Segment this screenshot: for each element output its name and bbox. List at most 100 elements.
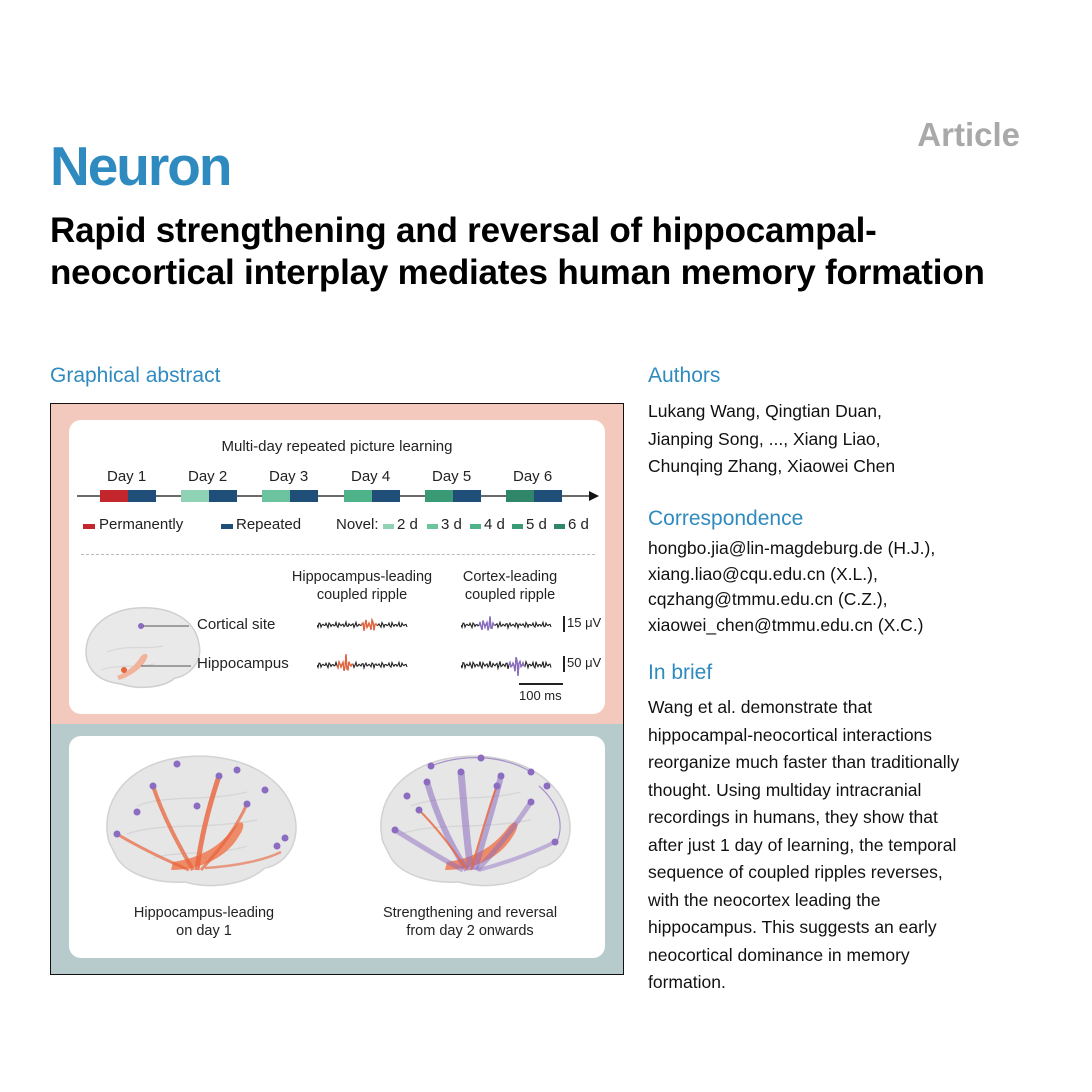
- day-label: Day 3: [269, 468, 309, 485]
- legend-novel: Novel:: [336, 516, 379, 533]
- brain-day1: [106, 755, 297, 887]
- connection-arrow: [151, 785, 195, 871]
- in-brief-heading: In brief: [648, 661, 713, 684]
- connection-arrow: [116, 832, 190, 872]
- in-brief-text: Wang et al. demonstrate that hippocampal…: [648, 694, 1078, 997]
- connection-arrow: [478, 840, 556, 872]
- connection-arrow: [204, 850, 282, 870]
- pointer-lines: [141, 625, 191, 667]
- in-brief-line: reorganize much faster than traditionall…: [648, 752, 960, 772]
- legend-swatch-novel: [383, 524, 394, 529]
- block-repeated: [290, 490, 318, 502]
- legend-novel-item: 5 d: [526, 516, 547, 533]
- brain-fold: [100, 663, 156, 671]
- waveform-ripple: [336, 654, 354, 671]
- graphical-abstract: Multi-day repeated picture learning Day …: [50, 403, 624, 975]
- email-link[interactable]: xiaowei_chen@tmmu.edu.cn (X.C.): [648, 614, 924, 635]
- waveform-ripple: [478, 616, 496, 631]
- waveform-ripple: [360, 617, 378, 631]
- waveform-trace: [317, 617, 408, 631]
- caption-day2-onwards: Strengthening and reversal from day 2 on…: [359, 904, 581, 940]
- caption-line: Strengthening and reversal: [382, 905, 558, 921]
- in-brief-line: thought. Using multiday intracranial: [648, 779, 922, 800]
- cortex-leading-header: Cortex-leading coupled ripple: [447, 568, 573, 604]
- legend-novel-item: 4 d: [484, 516, 505, 533]
- waveform-ripple: [508, 657, 526, 676]
- in-brief-line: neocortical dominance in memory: [648, 944, 910, 965]
- legend-swatch-novel: [427, 524, 438, 529]
- hippo-leading-header: Hippocampus-leading coupled ripple: [277, 568, 447, 604]
- block-repeated: [209, 490, 237, 502]
- email-link[interactable]: xiang.liao@cqu.edu.cn (X.L.),: [648, 563, 878, 584]
- hippocampus-shape: [117, 653, 148, 680]
- legend-swatch-novel: [470, 524, 481, 529]
- author-line: Jianping Song, ..., Xiang Liao,: [648, 428, 881, 449]
- in-brief-line: after just 1 day of learning, the tempor…: [648, 834, 957, 855]
- header-line: Cortex-leading: [462, 569, 558, 585]
- electrode-dot: [477, 754, 485, 762]
- waveform-hippo-lead-hippo: [317, 654, 408, 671]
- cortical-site-label: Cortical site: [197, 616, 276, 633]
- waveform-trace: [461, 657, 552, 676]
- electrode-dot: [149, 782, 157, 790]
- in-brief-line: Wang et al. demonstrate that: [648, 697, 873, 717]
- legend-swatch-novel: [554, 524, 565, 529]
- caption-line: on day 1: [176, 923, 232, 939]
- electrode-dot: [427, 762, 435, 770]
- connection-arrow: [199, 803, 249, 872]
- electrode-dot: [527, 768, 535, 776]
- waveform-cortex-lead-hippo: [461, 657, 552, 676]
- header-line: Hippocampus-leading: [291, 569, 433, 585]
- block-novel: [181, 490, 209, 502]
- email-link[interactable]: hongbo.jia@lin-magdeburg.de (H.J.),: [648, 538, 936, 558]
- electrode-dot: [281, 834, 289, 842]
- cortical-site-dot: [138, 623, 144, 629]
- waveform-trace: [461, 616, 552, 631]
- connection-arrow: [194, 775, 222, 871]
- scale-100ms: 100 ms: [519, 688, 562, 703]
- day-label: Day 6: [513, 468, 553, 485]
- hippocampus-label: Hippocampus: [197, 655, 289, 672]
- scale-bar-horizontal: [519, 683, 563, 685]
- correspondence-list: hongbo.jia@lin-magdeburg.de (H.J.), xian…: [648, 536, 1068, 638]
- caption-line: from day 2 onwards: [406, 923, 534, 939]
- scale-bar-vertical: [563, 616, 565, 632]
- electrode-dot: [273, 842, 281, 850]
- hippocampus-dot: [121, 667, 127, 673]
- block-repeated: [534, 490, 562, 502]
- electrode-dot: [133, 808, 141, 816]
- header-line: coupled ripple: [464, 587, 556, 603]
- connection-arrow: [393, 827, 465, 873]
- dashed-divider: [81, 554, 595, 555]
- day-label: Day 1: [107, 468, 147, 485]
- day-label: Day 4: [351, 468, 391, 485]
- caption-day1: Hippocampus-leading on day 1: [99, 904, 309, 940]
- block-novel: [506, 490, 534, 502]
- in-brief-line: formation.: [648, 972, 726, 992]
- brain-fold: [126, 819, 258, 835]
- electrode-dot: [497, 772, 505, 780]
- authors-heading: Authors: [648, 364, 721, 387]
- caption-line: Hippocampus-leading: [133, 905, 275, 921]
- legend-novel-item: 2 d: [397, 516, 418, 533]
- legend-permanently: Permanently: [99, 516, 184, 533]
- author-line: Chunqing Zhang, Xiaowei Chen: [648, 456, 896, 476]
- day-label: Day 5: [432, 468, 472, 485]
- connection-arrow: [418, 809, 468, 871]
- journal-logo: Neuron: [50, 135, 232, 197]
- legend-swatch-novel: [512, 524, 523, 529]
- block-repeated: [372, 490, 400, 502]
- email-link[interactable]: cqzhang@tmmu.edu.cn (C.Z.),: [648, 589, 888, 609]
- electrode-dot: [493, 782, 501, 790]
- connection-arrow: [538, 785, 561, 843]
- brain-fold: [400, 819, 532, 835]
- ga-top-title: Multi-day repeated picture learning: [221, 438, 453, 455]
- waveform-trace: [317, 654, 408, 671]
- in-brief-line: with the neocortex leading the: [648, 889, 881, 910]
- electrode-dot: [543, 782, 551, 790]
- day-label: Day 2: [188, 468, 228, 485]
- waveform-cortex-lead-cortical: [461, 616, 552, 631]
- electrode-dot: [457, 768, 465, 776]
- electrode-dot: [233, 766, 241, 774]
- block-novel: [344, 490, 372, 502]
